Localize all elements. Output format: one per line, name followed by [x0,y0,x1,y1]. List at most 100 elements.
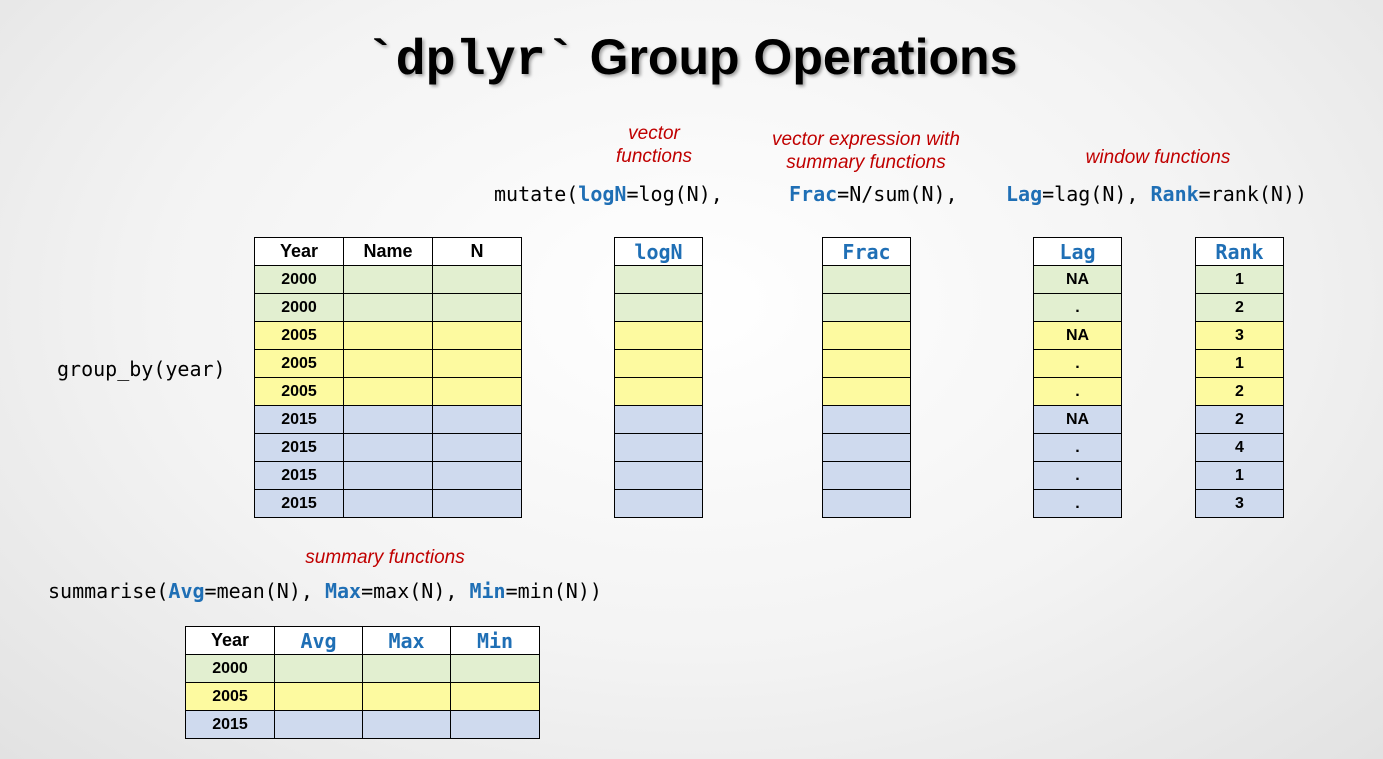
rank-cell: 1 [1195,349,1284,378]
name-cell [343,265,433,294]
header-n: N [432,237,522,266]
year-cell: 2005 [254,321,344,350]
lag-cell: NA [1033,321,1122,350]
frac-cell [822,349,911,378]
avg-cell [274,654,363,683]
n-cell [432,489,522,518]
header-frac: Frac [822,237,911,266]
year-cell: 2015 [254,433,344,462]
table-row: 2015 [254,461,522,490]
rank-cell: 2 [1195,293,1284,322]
table-row: 2015 [254,405,522,434]
year-cell: 2000 [254,293,344,322]
avg-cell [274,682,363,711]
name-cell [343,489,433,518]
rank-cell: 1 [1195,461,1284,490]
lag-keyword: Lag [1006,182,1043,206]
min-cell [450,654,540,683]
mutate-open: mutate( [494,182,579,206]
lag-expr: =lag(N), [1042,182,1139,206]
max-cell [362,654,451,683]
summary-row: 2005 [185,682,540,711]
lag-cell: . [1033,293,1122,322]
summary-header-year: Year [185,626,275,655]
summary-year-cell: 2005 [185,682,275,711]
header-rank: Rank [1195,237,1284,266]
lag-cell: . [1033,461,1122,490]
frac-cell [822,433,911,462]
max-cell [362,710,451,739]
lag-cell: NA [1033,405,1122,434]
mutate-code-1: mutate(logN=log(N), [494,182,723,206]
logn-cell [614,433,703,462]
name-cell [343,349,433,378]
header-logn: logN [614,237,703,266]
logn-cell [614,377,703,406]
name-cell [343,405,433,434]
table-row: 2015 [254,489,522,518]
name-cell [343,433,433,462]
header-name: Name [343,237,433,266]
frac-cell [822,265,911,294]
rank-expr: =rank(N)) [1198,182,1308,206]
avg-keyword: Avg [168,579,205,603]
name-cell [343,293,433,322]
name-cell [343,321,433,350]
summary-header-min: Min [450,626,540,655]
lag-cell: . [1033,433,1122,462]
mutate-code-2: Frac=N/sum(N), [789,182,958,206]
table-row: 2005 [254,321,522,350]
note-vector-expression: vector expression with summary functions [772,129,960,173]
rank-cell: 1 [1195,265,1284,294]
group-by-code: group_by(year) [57,357,226,381]
name-cell [343,377,433,406]
n-cell [432,321,522,350]
logn-cell [614,321,703,350]
year-cell: 2015 [254,461,344,490]
frac-cell [822,321,911,350]
frac-cell [822,489,911,518]
frac-cell [822,293,911,322]
frac-cell [822,377,911,406]
page-title: `dplyr` Group Operations [0,28,1383,90]
summary-year-cell: 2015 [185,710,275,739]
main-table: Year Name N 2000 2000 2005 2005 2005 201… [254,237,522,518]
min-expr: =min(N)) [505,579,602,603]
rank-cell: 3 [1195,321,1284,350]
max-expr: =max(N), [361,579,458,603]
n-cell [432,349,522,378]
year-cell: 2015 [254,489,344,518]
min-cell [450,710,540,739]
avg-cell [274,710,363,739]
lag-table: Lag NA . NA . . NA . . . [1033,237,1122,518]
logn-cell [614,265,703,294]
n-cell [432,265,522,294]
summary-header-max: Max [362,626,451,655]
header-lag: Lag [1033,237,1122,266]
summary-row: 2015 [185,710,540,739]
lag-cell: NA [1033,265,1122,294]
n-cell [432,293,522,322]
n-cell [432,433,522,462]
n-cell [432,461,522,490]
summary-row: 2000 [185,654,540,683]
year-cell: 2005 [254,349,344,378]
logn-expr: =log(N), [626,182,723,206]
rank-keyword: Rank [1150,182,1199,206]
logn-cell [614,461,703,490]
table-row: 2000 [254,293,522,322]
frac-cell [822,405,911,434]
lag-cell: . [1033,489,1122,518]
rank-cell: 2 [1195,377,1284,406]
table-row: 2005 [254,377,522,406]
min-cell [450,682,540,711]
table-row: 2005 [254,349,522,378]
max-keyword: Max [324,579,362,603]
n-cell [432,405,522,434]
title-code: `dplyr` [365,33,576,90]
title-text: Group Operations [589,29,1018,85]
rank-table: Rank 1 2 3 1 2 2 4 1 3 [1195,237,1284,518]
frac-keyword: Frac [789,182,838,206]
avg-expr: =mean(N), [204,579,313,603]
rank-cell: 3 [1195,489,1284,518]
